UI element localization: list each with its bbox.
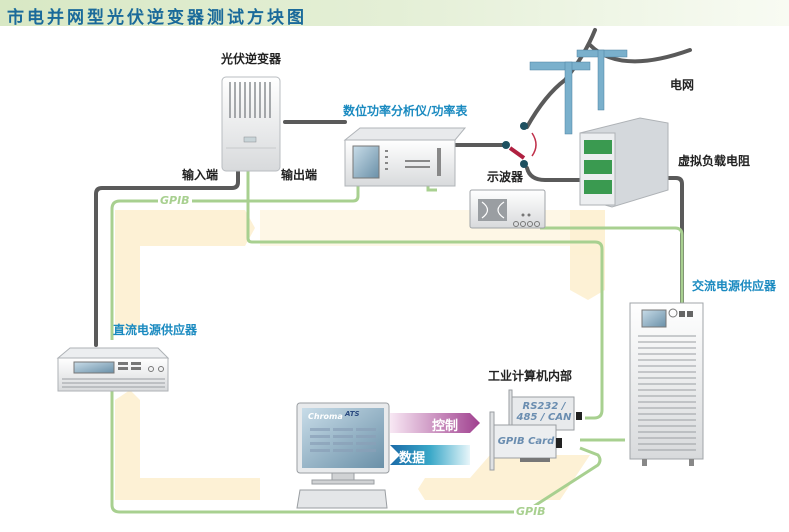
page-title: 市电并网型光伏逆变器测试方块图 — [7, 8, 307, 28]
label-control: 控制 — [432, 419, 459, 434]
software-name: ATS — [345, 410, 360, 418]
label-grid: 电网 — [670, 78, 695, 92]
label-gpib-card: GPIB Card — [497, 436, 555, 447]
label-power-analyzer: 数位功率分析仪/功率表 — [343, 104, 468, 118]
dc-source-device[interactable] — [56, 347, 170, 392]
label-input-end: 输入端 — [182, 168, 219, 182]
grid-switch[interactable] — [502, 122, 537, 168]
label-ipc-internal: 工业计算机内部 — [488, 369, 573, 383]
power-pole-icon — [529, 49, 628, 135]
label-gpib-bottom: GPIB — [514, 505, 548, 518]
label-data: 数据 — [399, 451, 426, 466]
label-oscilloscope: 示波器 — [487, 170, 524, 184]
oscilloscope-device[interactable] — [469, 189, 546, 229]
power-analyzer-device[interactable] — [343, 127, 467, 187]
data-arrow — [390, 445, 470, 465]
computer-device[interactable] — [296, 402, 390, 509]
gpib-card[interactable] — [489, 411, 562, 471]
software-brand: Chroma — [308, 412, 343, 421]
control-arrow — [390, 413, 480, 433]
virtual-load-device[interactable] — [579, 117, 669, 208]
label-ac-source: 交流电源供应器 — [692, 279, 777, 293]
label-dc-source: 直流电源供应器 — [113, 323, 198, 337]
label-rs232-card: RS232 / 485 / CAN — [516, 401, 572, 423]
label-pv-inverter: 光伏逆变器 — [221, 52, 282, 66]
label-output-end: 输出端 — [281, 168, 318, 182]
label-gpib-top: GPIB — [158, 194, 192, 207]
title-bar: 市电并网型光伏逆变器测试方块图 — [0, 0, 789, 28]
ac-source-device[interactable] — [629, 302, 704, 466]
pv-inverter-device[interactable] — [221, 76, 281, 172]
label-virtual-load: 虚拟负载电阻 — [678, 154, 751, 168]
